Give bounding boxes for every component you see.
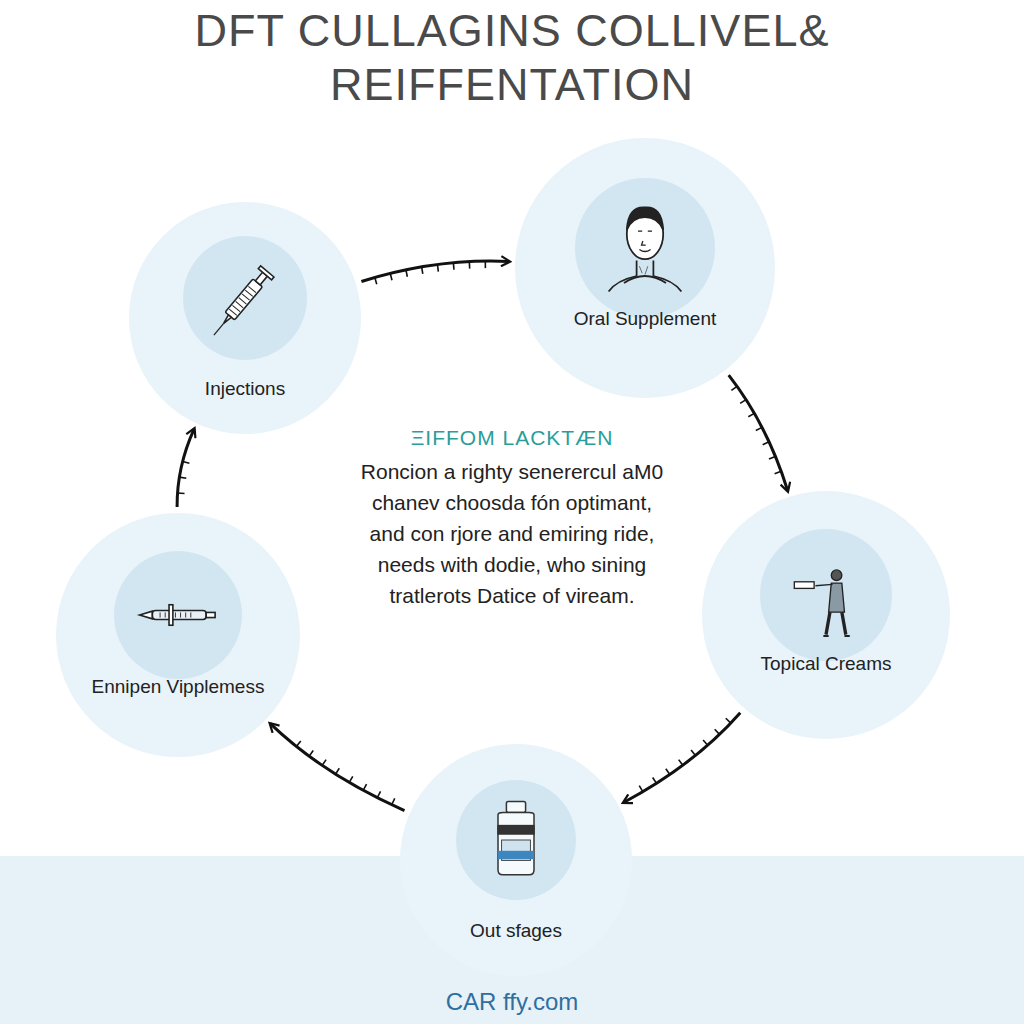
stage-label: Out sfages [400, 920, 632, 942]
arrow-tick [437, 265, 440, 272]
arrow-tick [336, 768, 340, 774]
arrow-tick [691, 750, 695, 755]
arrow-tick [322, 760, 326, 766]
stage-circle: Topical Creams [702, 491, 950, 739]
arrow-tick [715, 729, 720, 734]
watermark: CAR ffy.com [412, 988, 612, 1016]
stage-label: Topical Creams [702, 653, 950, 675]
flow-arrow [270, 724, 404, 811]
arrow-tick [469, 262, 471, 269]
arrow-tick [679, 760, 683, 766]
arrow-tick [453, 263, 455, 270]
flow-arrow [361, 261, 509, 281]
arrow-tick [653, 777, 657, 783]
arrow-tick [748, 413, 754, 416]
arrow-tick [726, 718, 731, 723]
arrow-tick [775, 471, 782, 473]
arrow-tick [363, 784, 366, 790]
flow-arrow [729, 375, 788, 491]
flow-arrow [624, 713, 741, 803]
syringe-icon [183, 236, 307, 360]
stage-circle: Out sfages [400, 744, 632, 976]
icon-backdrop [760, 529, 892, 661]
arrow-tick [763, 442, 769, 445]
stage-label: Ennipen Vipplemess [56, 676, 300, 698]
stage-label: Injections [129, 378, 361, 400]
arrow-tick [349, 776, 353, 782]
arrow-tick [485, 261, 487, 268]
arrow-tick [703, 740, 708, 745]
stage-circle: Oral Supplement [515, 138, 775, 398]
head-icon [575, 178, 715, 318]
arrow-tick [183, 461, 190, 463]
stage-circle: Injections [129, 202, 361, 434]
stage-circle: Ennipen Vipplemess [56, 513, 300, 757]
arrow-tick [740, 400, 746, 404]
arrow-tick [375, 278, 377, 285]
jar-icon [456, 780, 576, 900]
diagram-title: DFT CULLAGINS COLLIVEL& REIFFENTATION [112, 4, 912, 112]
spray-icon [760, 529, 892, 661]
arrow-tick [178, 492, 185, 494]
arrow-tick [731, 386, 737, 390]
center-body: Roncion a righty senerercul aM0 chanev c… [352, 456, 672, 611]
pen-icon [114, 551, 242, 679]
arrow-tick [769, 456, 775, 459]
arrow-tick [377, 791, 380, 797]
arrow-tick [666, 769, 670, 775]
arrow-tick [756, 427, 762, 430]
arrow-tick [179, 477, 186, 478]
flow-arrow [177, 429, 194, 507]
arrow-tick [406, 270, 407, 277]
center-heading: ΞIFFOM LACKTÆN [330, 426, 694, 450]
arrow-tick [639, 786, 643, 792]
arrow-tick [309, 751, 313, 757]
stage-label: Oral Supplement [515, 308, 775, 330]
arrow-tick [390, 273, 392, 280]
arrow-tick [392, 798, 395, 804]
arrow-tick [296, 741, 300, 746]
arrow-tick [422, 267, 423, 274]
